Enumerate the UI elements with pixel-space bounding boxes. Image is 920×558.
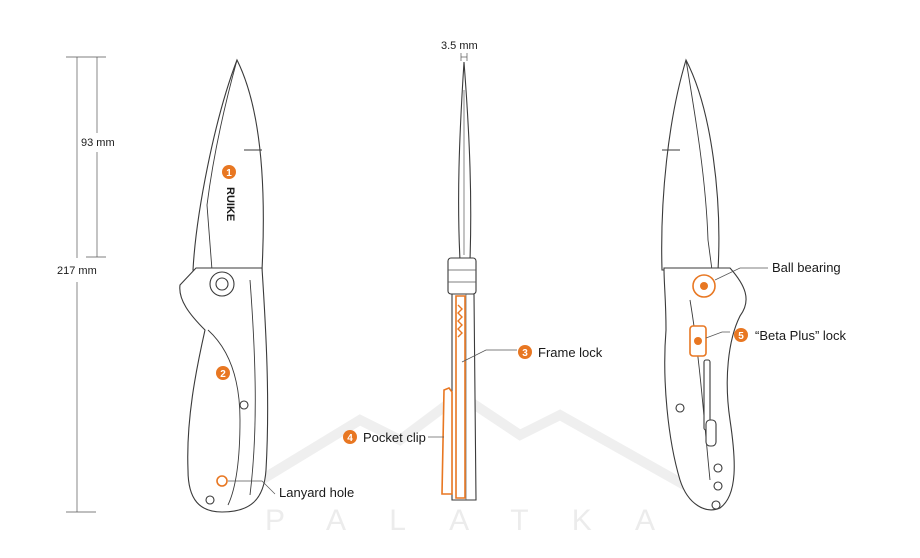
callout-badge-3: 3 bbox=[518, 345, 532, 359]
blade-thickness-label: 3.5 mm bbox=[441, 40, 478, 52]
pocket-clip-label: Pocket clip bbox=[363, 430, 426, 445]
svg-text:3: 3 bbox=[522, 348, 528, 359]
knife-front-view: RUIKE 1 2 Lanyard hole bbox=[179, 58, 354, 513]
frame-lock-label: Frame lock bbox=[538, 345, 603, 360]
callout-badge-1: 1 bbox=[222, 165, 236, 179]
lanyard-hole-marker bbox=[216, 475, 228, 487]
svg-text:5: 5 bbox=[738, 331, 744, 342]
svg-text:2: 2 bbox=[220, 369, 226, 380]
callout-badge-2: 2 bbox=[216, 366, 230, 380]
lanyard-hole-label: Lanyard hole bbox=[279, 485, 354, 500]
dimension-lines: 93 mm 217 mm bbox=[57, 56, 115, 513]
callout-badge-5: 5 bbox=[734, 328, 748, 342]
knife-spine-view: 3.5 mm 3 Frame lock 4 Pocket clip bbox=[343, 40, 603, 501]
beta-plus-lock-label: “Beta Plus” lock bbox=[755, 328, 847, 343]
knife-back-view: Ball bearing 5 “Beta Plus” lock bbox=[661, 58, 847, 511]
brand-mark: RUIKE bbox=[224, 187, 236, 221]
callout-badge-4: 4 bbox=[343, 430, 357, 444]
watermark-text: PALATKA bbox=[265, 504, 655, 537]
svg-text:4: 4 bbox=[347, 433, 353, 444]
ball-bearing-label: Ball bearing bbox=[772, 260, 841, 275]
overall-length-label: 217 mm bbox=[57, 265, 97, 277]
blade-length-label: 93 mm bbox=[81, 137, 115, 149]
svg-text:1: 1 bbox=[226, 168, 232, 179]
